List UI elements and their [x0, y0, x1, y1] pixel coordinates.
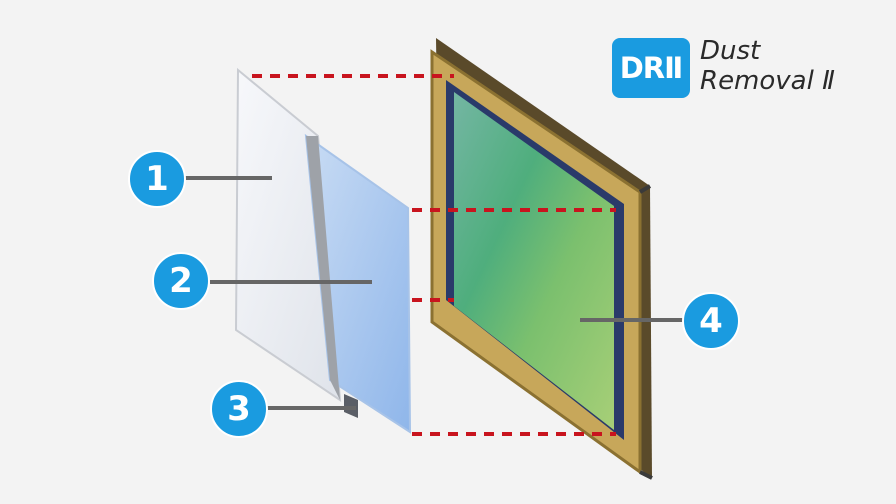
filter-edge — [306, 136, 340, 400]
sensor-surface — [454, 92, 614, 430]
callout-2: 2 — [152, 252, 210, 310]
image-sensor — [430, 38, 653, 480]
callout-2-number: 2 — [169, 261, 193, 301]
callout-4: 4 — [682, 292, 740, 350]
sensor-edge-pins — [638, 184, 652, 194]
leader-lines — [180, 176, 686, 410]
callout-3: 3 — [210, 380, 268, 438]
guide-lines — [252, 74, 616, 436]
dust-removal-title: Dust Removal Ⅱ — [700, 36, 890, 96]
callout-3-number: 3 — [227, 389, 251, 429]
callout-1: 1 — [128, 150, 186, 208]
callout-1-number: 1 — [145, 159, 169, 199]
title-line-1: Dust — [700, 36, 761, 66]
dr2-logo-text: DRⅡ — [619, 51, 684, 85]
filter-stack — [234, 67, 412, 434]
title-line-2: Removal Ⅱ — [700, 66, 835, 96]
callout-4-number: 4 — [699, 301, 723, 341]
sensor-edge-pins-bottom — [639, 470, 653, 480]
dr2-logo-badge: DRⅡ — [612, 38, 690, 98]
